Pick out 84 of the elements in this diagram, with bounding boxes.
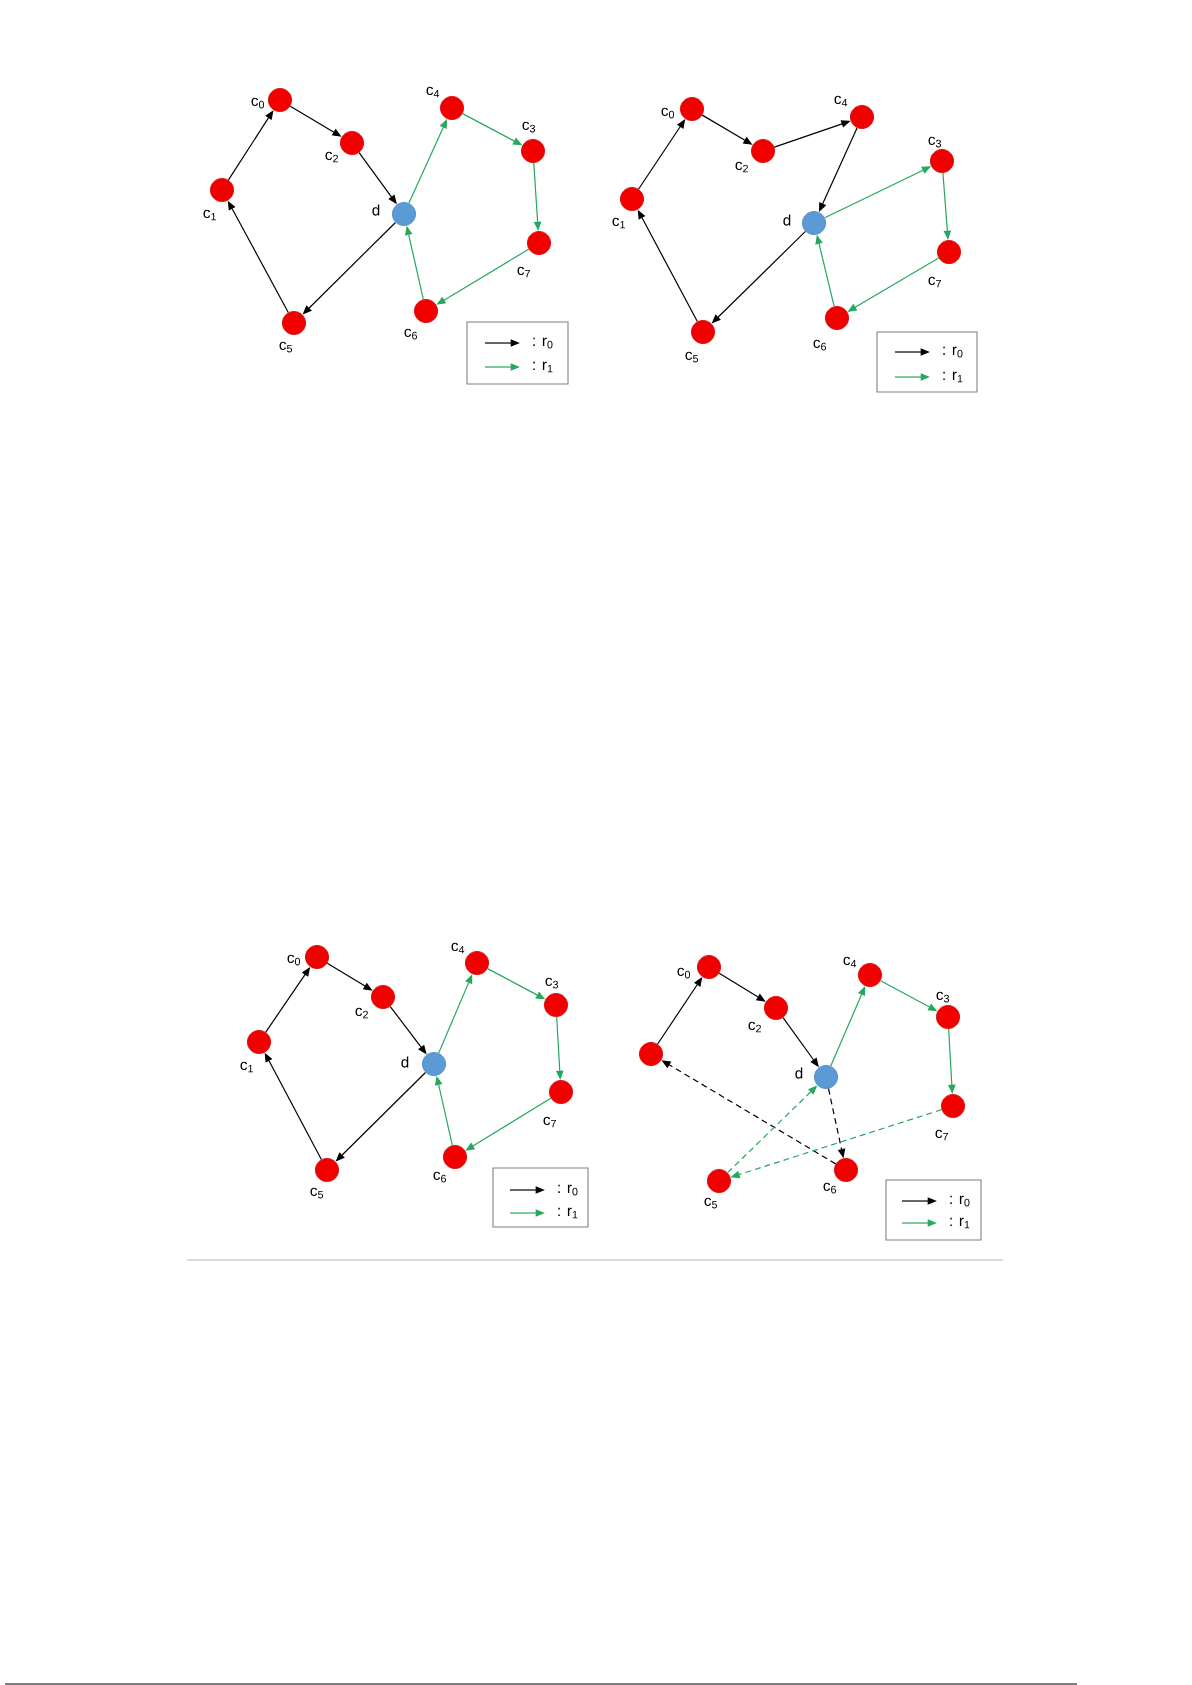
node-label: c$_{1}$ bbox=[240, 1061, 253, 1073]
node-label: c$_{6}$ bbox=[404, 328, 417, 340]
circle-node bbox=[340, 131, 364, 155]
circle-node bbox=[247, 1030, 271, 1054]
circle-node bbox=[305, 945, 329, 969]
node-label: c$_{7}$ bbox=[517, 266, 530, 278]
node-label: c$_{7}$ bbox=[935, 1129, 948, 1141]
circle-node bbox=[825, 306, 849, 330]
circle-node bbox=[834, 1158, 858, 1182]
node-label: c$_{3}$ bbox=[928, 136, 941, 148]
circle-node bbox=[707, 1169, 731, 1193]
node-label: c$_{0}$ bbox=[661, 107, 675, 119]
circle-node bbox=[527, 231, 551, 255]
circle-node bbox=[639, 1042, 663, 1066]
legend-label: : r$_{0}$ bbox=[558, 1184, 578, 1196]
circle-node bbox=[936, 1005, 960, 1029]
arrow bbox=[657, 977, 703, 1045]
circle-node bbox=[802, 211, 826, 235]
circle-node bbox=[858, 963, 882, 987]
circle-node bbox=[210, 178, 234, 202]
circle-node bbox=[941, 1094, 965, 1118]
node-label: c$_{4}$ bbox=[451, 942, 465, 954]
arrow bbox=[438, 974, 473, 1054]
node-label: d bbox=[372, 204, 380, 216]
node-label: d bbox=[783, 214, 791, 226]
legend-label: : r$_{1}$ bbox=[950, 1217, 970, 1229]
node-label: c$_{5}$ bbox=[685, 351, 699, 363]
legend-label: : r$_{0}$ bbox=[943, 346, 963, 358]
node-label: c$_{7}$ bbox=[543, 1116, 556, 1128]
circle-node bbox=[315, 1158, 339, 1182]
legend-label: : r$_{0}$ bbox=[533, 337, 553, 349]
arrow bbox=[830, 986, 866, 1067]
node-label: c$_{3}$ bbox=[522, 121, 535, 133]
legend-label: : r$_{0}$ bbox=[950, 1195, 970, 1207]
circle-node bbox=[620, 187, 644, 211]
node-label: c$_{6}$ bbox=[813, 339, 826, 351]
node-label: d bbox=[795, 1067, 803, 1079]
node-label: c$_{6}$ bbox=[433, 1171, 446, 1183]
circle-node bbox=[422, 1052, 446, 1076]
node-label: c$_{1}$ bbox=[612, 217, 625, 229]
node-label: c$_{1}$ bbox=[203, 209, 216, 221]
circle-node bbox=[691, 320, 715, 344]
circle-node bbox=[697, 955, 721, 979]
circle-node bbox=[465, 951, 489, 975]
node-label: c$_{4}$ bbox=[426, 86, 440, 98]
circle-node bbox=[521, 139, 545, 163]
circle-node bbox=[680, 97, 704, 121]
legend-label: : r$_{1}$ bbox=[533, 361, 553, 373]
circle-node bbox=[930, 149, 954, 173]
legend-label: : r$_{1}$ bbox=[558, 1207, 578, 1219]
circle-node bbox=[440, 96, 464, 120]
circle-node bbox=[751, 139, 775, 163]
circle-node bbox=[544, 993, 568, 1017]
circle-node bbox=[814, 1065, 838, 1089]
node-label: c$_{5}$ bbox=[704, 1197, 718, 1209]
node-label: c$_{3}$ bbox=[545, 977, 558, 989]
circle-node bbox=[764, 996, 788, 1020]
node-label: c$_{0}$ bbox=[677, 967, 691, 979]
node-label: c$_{5}$ bbox=[310, 1187, 324, 1199]
arrow bbox=[638, 119, 686, 190]
node-label: c$_{4}$ bbox=[834, 95, 848, 107]
circle-node bbox=[414, 299, 438, 323]
circle-node bbox=[443, 1145, 467, 1169]
circle-node bbox=[371, 985, 395, 1009]
circle-node bbox=[937, 240, 961, 264]
node-label: c$_{0}$ bbox=[251, 97, 265, 109]
node-label: d bbox=[401, 1056, 409, 1068]
legend-label: : r$_{1}$ bbox=[943, 371, 963, 383]
arrow bbox=[227, 110, 274, 181]
node-label: c$_{2}$ bbox=[325, 151, 338, 163]
circle-node bbox=[282, 311, 306, 335]
circle-node bbox=[268, 88, 292, 112]
node-label: c$_{0}$ bbox=[287, 954, 301, 966]
node-label: c$_{4}$ bbox=[843, 956, 857, 968]
circle-node bbox=[850, 105, 874, 129]
node-label: c$_{2}$ bbox=[355, 1007, 368, 1019]
circle-node bbox=[392, 202, 416, 226]
node-label: c$_{3}$ bbox=[936, 991, 949, 1003]
circle-node bbox=[549, 1080, 573, 1104]
node-label: c$_{6}$ bbox=[823, 1182, 836, 1194]
node-label: c$_{2}$ bbox=[735, 161, 748, 173]
node-label: c$_{7}$ bbox=[928, 276, 941, 288]
node-label: c$_{5}$ bbox=[279, 341, 293, 353]
node-label: c$_{2}$ bbox=[748, 1021, 761, 1033]
